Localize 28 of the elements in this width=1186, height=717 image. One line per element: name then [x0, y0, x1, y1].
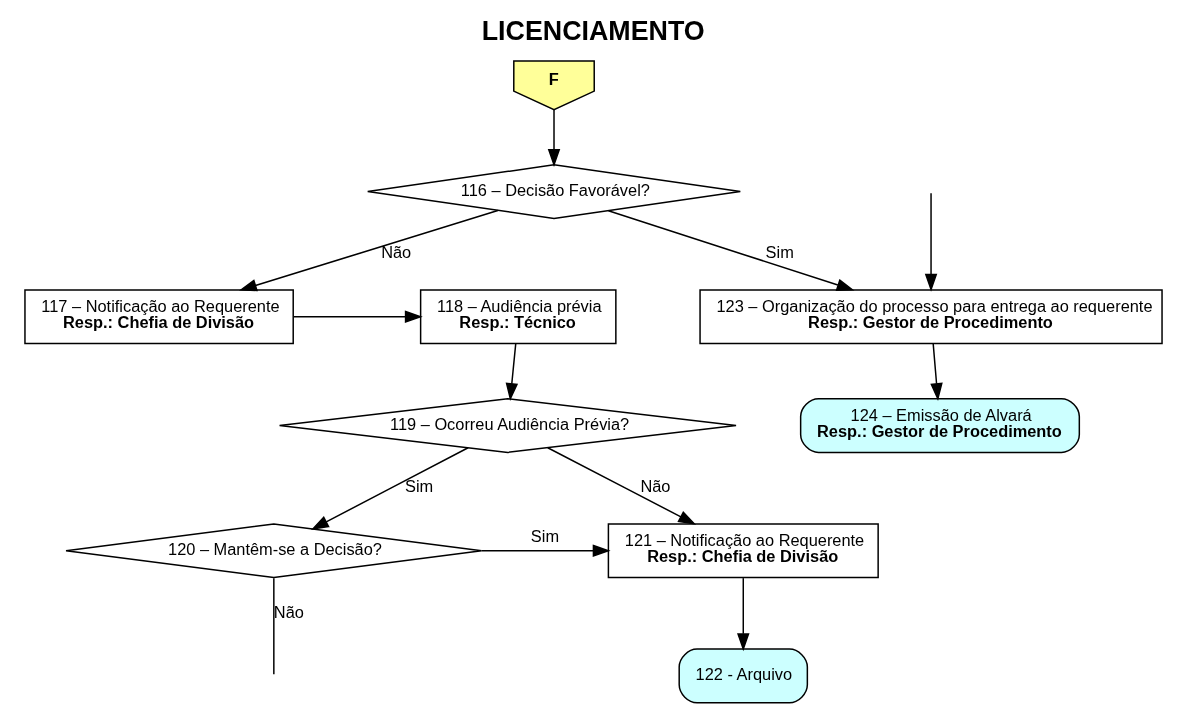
node-box: 118 – Audiência prévia Resp.: Técnico [419, 289, 617, 345]
node-diamond: 119 – Ocorreu Audiência Prévia? [278, 398, 737, 454]
node-box: 121 – Notificação ao Requerente Resp.: Chefia de Divisão [607, 523, 879, 579]
arrow [607, 209, 854, 291]
edge-label: Sim [765, 243, 794, 262]
arrow [505, 343, 518, 401]
arrow [929, 343, 943, 401]
arrow [480, 544, 611, 557]
arrow [546, 447, 696, 525]
edge-label: Não [273, 602, 304, 621]
node-diamond: 116 – Decisão Favorável? [366, 164, 741, 220]
node-box: 124 – Emissão de Alvará Resp.: Gestor de Procedimento [799, 398, 1080, 454]
arrow [238, 209, 499, 292]
connector [272, 577, 275, 675]
node-box: 117 – Notificação ao Requerente Resp.: Chefia de Divisão [23, 289, 294, 345]
diagram-title: LICENCIAMENTO [481, 16, 705, 47]
edge-label: Não [380, 243, 411, 262]
node-diamond: 120 – Mantêm-se a Decisão? [64, 523, 482, 579]
arrow [547, 109, 560, 167]
arrow [924, 192, 937, 292]
arrow [310, 447, 469, 530]
arrow [736, 577, 750, 652]
node-box: 122 - Arquivo [677, 648, 808, 704]
arrow [292, 310, 423, 324]
node-box: 123 – Organização do processo para entrega ao requerente Resp.: Gestor de Procedimento [698, 289, 1163, 345]
edge-label: Não [639, 477, 670, 496]
edge-label: Sim [404, 477, 433, 496]
edge-label: Sim [530, 526, 559, 545]
